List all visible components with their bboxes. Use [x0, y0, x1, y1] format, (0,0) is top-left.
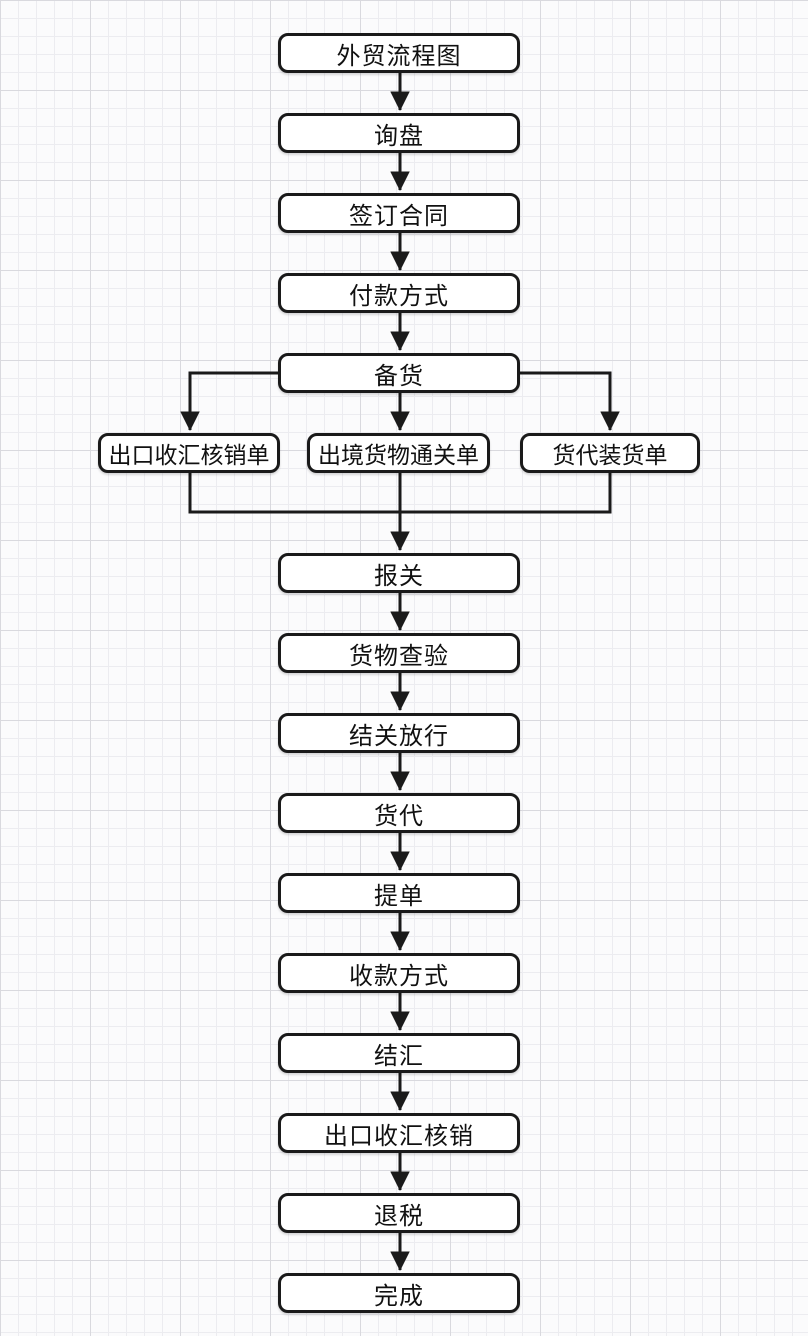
flow-node-complete: 完成	[278, 1273, 520, 1313]
flow-node-prepare-goods: 备货	[278, 353, 520, 393]
flow-node-goods-inspection: 货物查验	[278, 633, 520, 673]
flow-node-customs-declaration: 报关	[278, 553, 520, 593]
flow-node-freight-forwarder: 货代	[278, 793, 520, 833]
flow-node-payment-method: 付款方式	[278, 273, 520, 313]
flow-node-forwarder-loading-list: 货代装货单	[520, 433, 700, 473]
flow-node-collection-method: 收款方式	[278, 953, 520, 993]
flow-node-exit-goods-clearance-form: 出境货物通关单	[307, 433, 490, 473]
flow-node-export-fx-verification-form: 出口收汇核销单	[98, 433, 280, 473]
flow-node-inquiry: 询盘	[278, 113, 520, 153]
flow-node-tax-refund: 退税	[278, 1193, 520, 1233]
flow-node-bill-of-lading: 提单	[278, 873, 520, 913]
flow-node-sign-contract: 签订合同	[278, 193, 520, 233]
flow-node-export-fx-verification: 出口收汇核销	[278, 1113, 520, 1153]
flow-node-title: 外贸流程图	[278, 33, 520, 73]
edge-prepare-goods-right-branch	[520, 371, 620, 431]
flow-node-fx-settlement: 结汇	[278, 1033, 520, 1073]
flow-node-customs-release: 结关放行	[278, 713, 520, 753]
edge-prepare-goods-left-branch	[180, 371, 278, 431]
